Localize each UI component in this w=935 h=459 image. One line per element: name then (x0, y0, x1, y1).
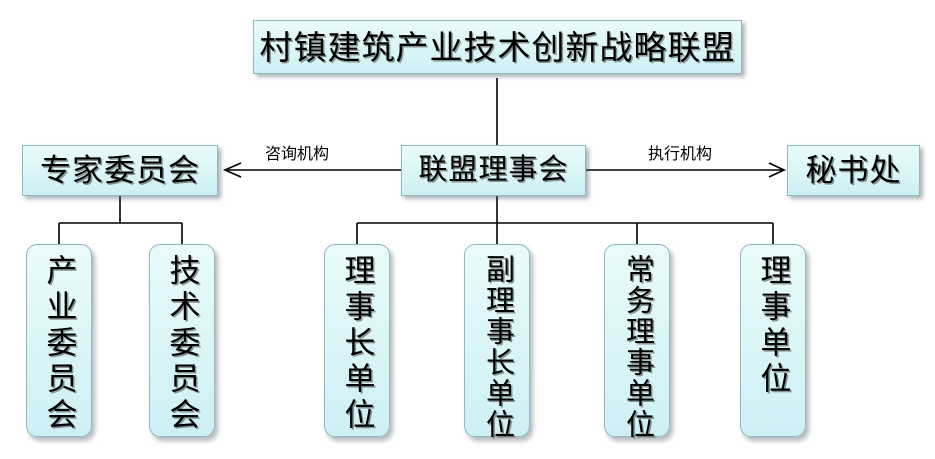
arrowhead-left (222, 162, 242, 178)
node-label: 专家委员会 (40, 153, 200, 188)
node-standing-director-unit[interactable]: 常务理事单位 (604, 244, 670, 440)
node-label: 理事单位 (755, 254, 791, 398)
node-expert-committee[interactable]: 专家委员会 (22, 145, 218, 196)
node-alliance-title[interactable]: 村镇建筑产业技术创新战略联盟 (253, 20, 742, 74)
node-label: 秘书处 (805, 153, 902, 188)
node-label: 联盟理事会 (418, 154, 569, 186)
node-industry-committee[interactable]: 产业委员会 (26, 244, 92, 437)
node-vice-chairman-unit[interactable]: 副理事长单位 (464, 244, 530, 440)
node-technology-committee[interactable]: 技术委员会 (149, 244, 215, 437)
node-director-unit[interactable]: 理事单位 (740, 244, 806, 437)
node-label: 常务理事单位 (621, 254, 654, 440)
arrowhead-right (768, 162, 787, 178)
node-label: 理事长单位 (339, 254, 375, 434)
node-chairman-unit[interactable]: 理事长单位 (324, 244, 390, 437)
edge-label-advisory: 咨询机构 (265, 146, 330, 163)
node-label: 村镇建筑产业技术创新战略联盟 (259, 28, 736, 66)
node-label: 副理事长单位 (481, 254, 514, 440)
node-secretariat[interactable]: 秘书处 (787, 145, 920, 196)
node-label: 产业委员会 (41, 254, 77, 434)
node-alliance-council[interactable]: 联盟理事会 (401, 145, 586, 196)
node-label: 技术委员会 (164, 254, 200, 434)
edge-label-executive: 执行机构 (648, 146, 713, 163)
